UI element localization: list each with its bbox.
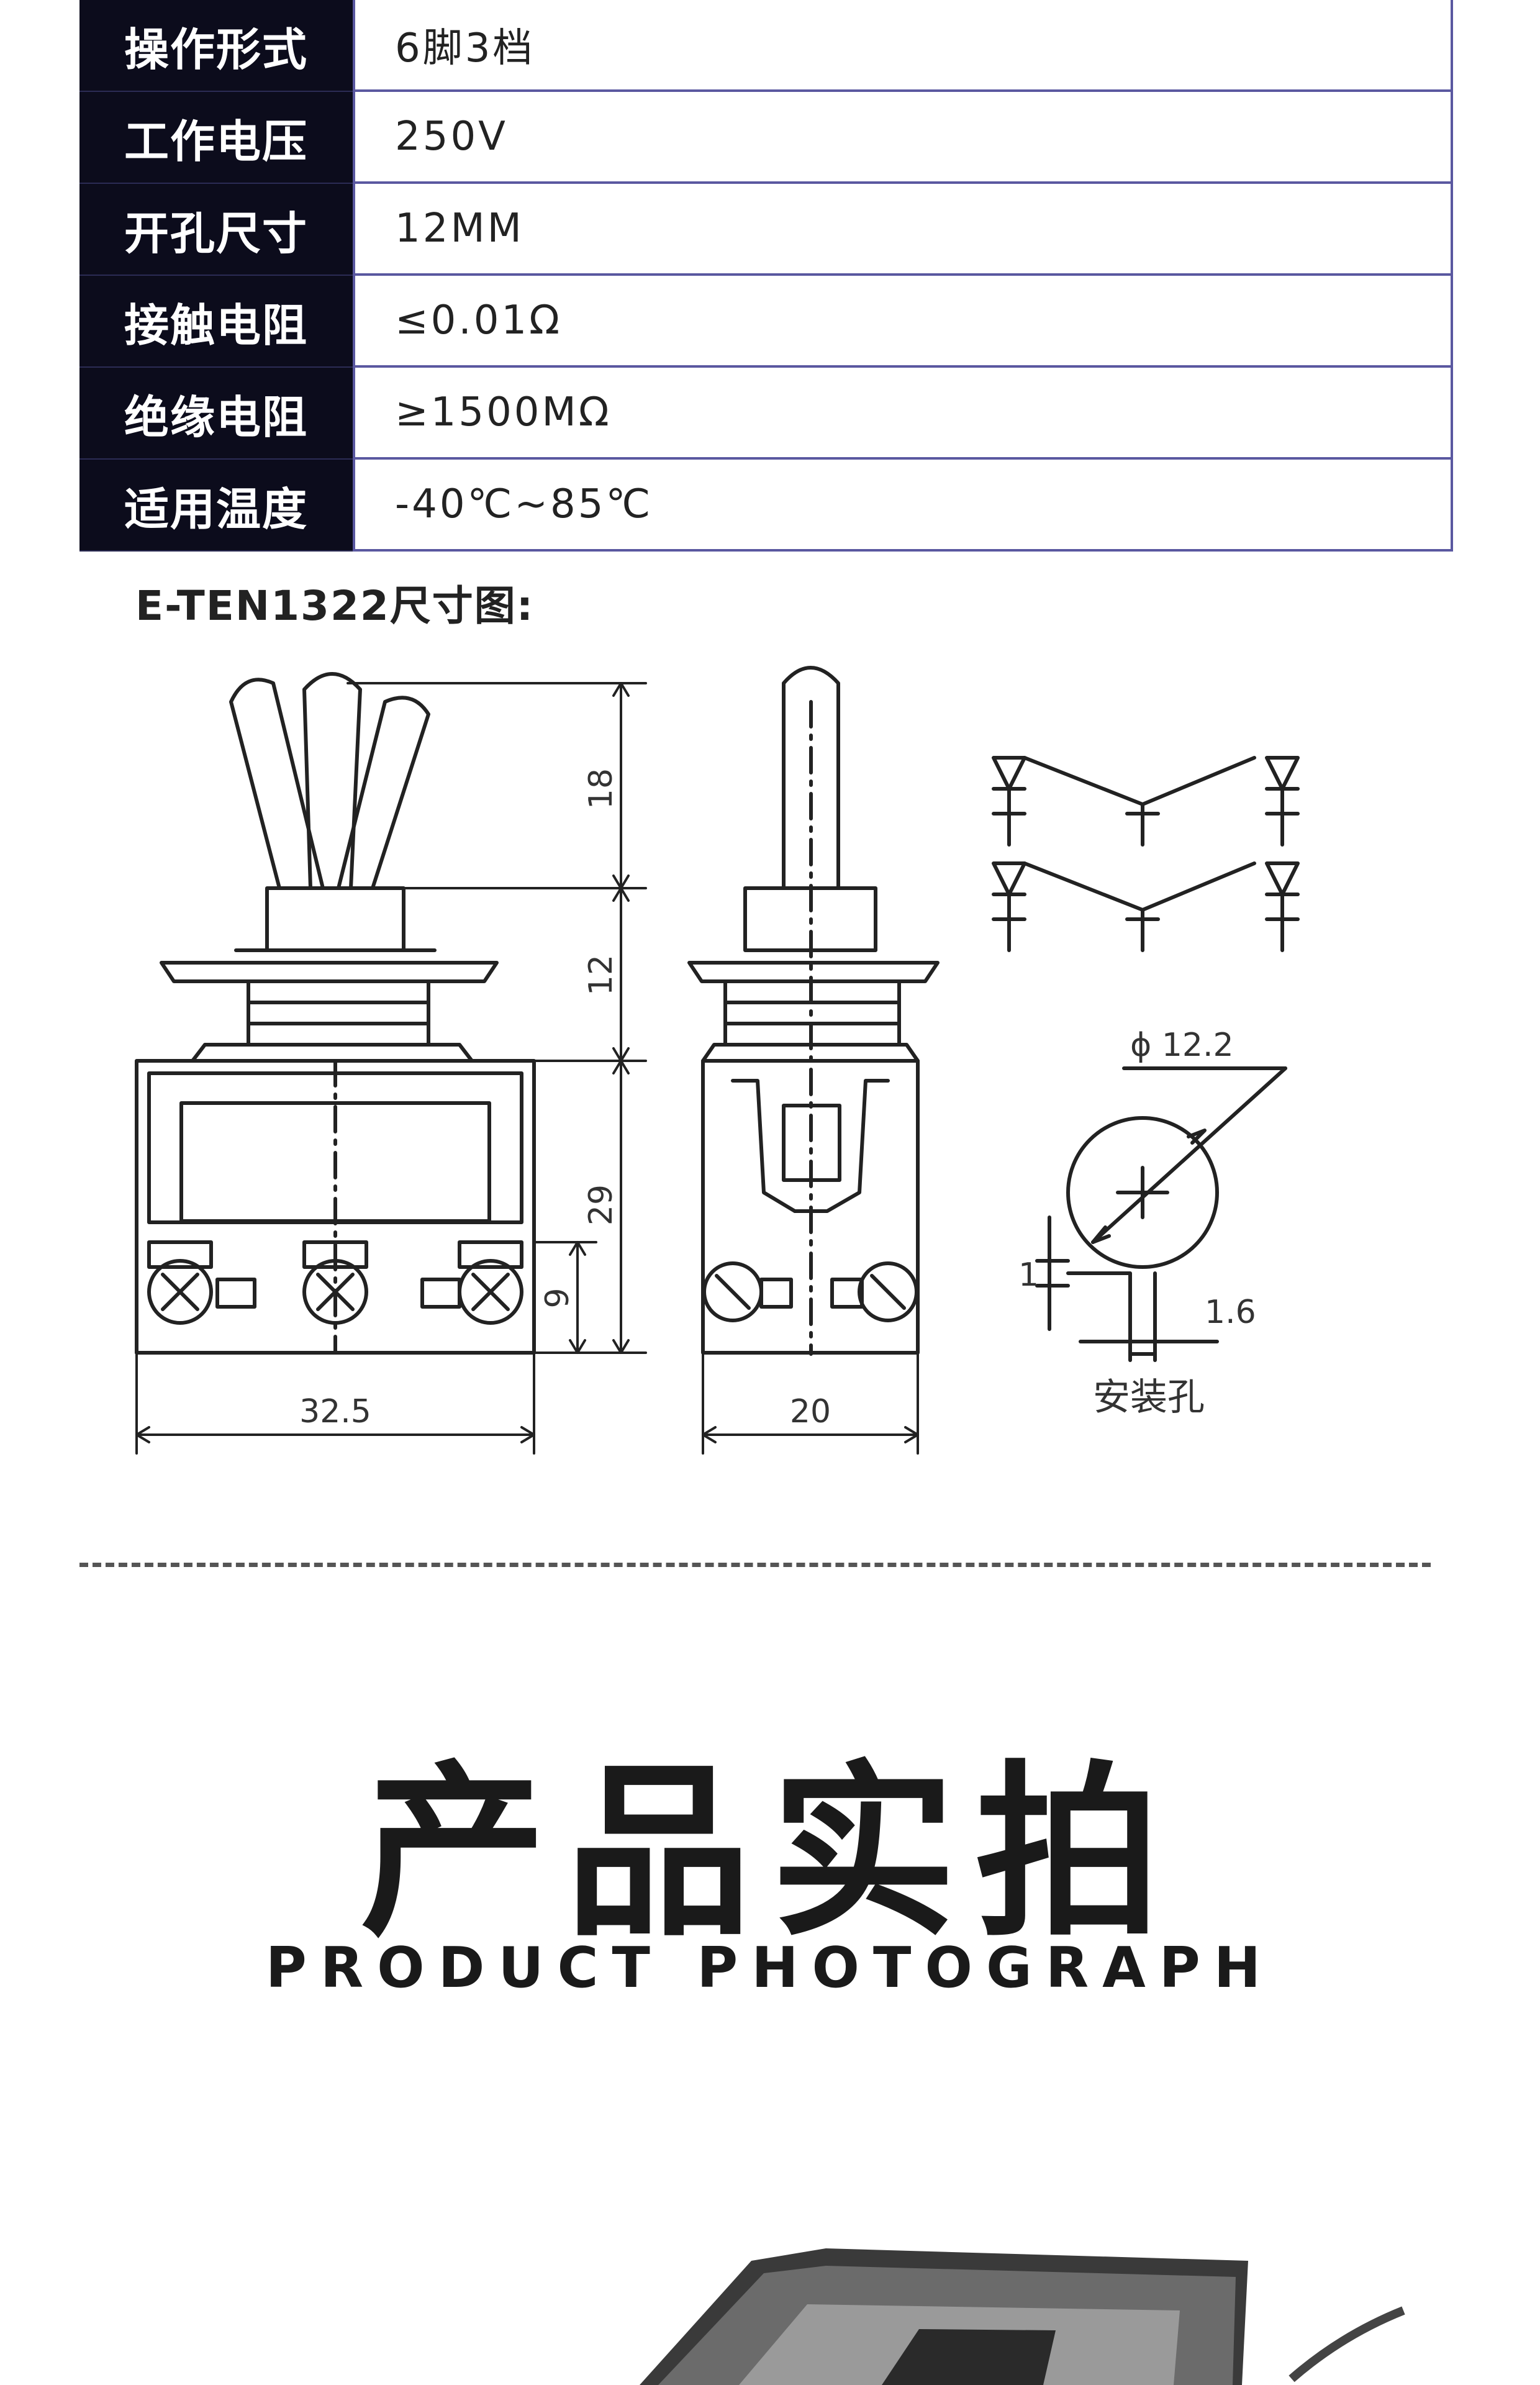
spec-label: 开孔尺寸 bbox=[79, 184, 353, 276]
dim-body: 29 bbox=[582, 1184, 620, 1225]
section-divider bbox=[79, 1563, 1431, 1567]
dim-terminal: 9 bbox=[539, 1288, 576, 1308]
section-subtitle: PRODUCT PHOTOGRAPH bbox=[265, 1935, 1275, 2001]
spec-row: 开孔尺寸 12MM bbox=[79, 184, 1453, 276]
front-dimensions bbox=[135, 682, 919, 1455]
dim-key-width: 1.6 bbox=[1205, 1294, 1256, 1331]
spec-row: 接触电阻 ≤0.01Ω bbox=[79, 276, 1453, 368]
spec-row: 操作形式 6脚3档 bbox=[79, 0, 1453, 92]
spec-row: 工作电压 250V bbox=[79, 92, 1453, 184]
dimension-labels: 18 12 29 9 32.5 20 ϕ 12.2 1 1.6 安装孔 bbox=[299, 768, 1256, 1430]
dim-depth: 20 bbox=[790, 1393, 831, 1430]
side-view bbox=[687, 666, 940, 1356]
spec-row: 绝缘电阻 ≥1500MΩ bbox=[79, 368, 1453, 460]
drawing-title: E-TEN1322尺寸图: bbox=[135, 582, 535, 630]
spec-value: -40℃~85℃ bbox=[353, 460, 1453, 552]
spec-label: 绝缘电阻 bbox=[79, 368, 353, 460]
dimension-drawing: 18 12 29 9 32.5 20 ϕ 12.2 1 1.6 安装孔 bbox=[135, 666, 1300, 1455]
spec-label: 接触电阻 bbox=[79, 276, 353, 368]
spec-label: 操作形式 bbox=[79, 0, 353, 92]
dim-hole-diameter: ϕ 12.2 bbox=[1130, 1027, 1234, 1064]
spec-value: 12MM bbox=[353, 184, 1453, 276]
dim-width: 32.5 bbox=[299, 1393, 371, 1430]
dim-lever: 18 bbox=[582, 768, 620, 809]
spec-table: 操作形式 6脚3档 工作电压 250V 开孔尺寸 12MM 接触电阻 ≤0.01… bbox=[79, 0, 1453, 552]
spec-label: 工作电压 bbox=[79, 92, 353, 184]
spec-label: 适用温度 bbox=[79, 460, 353, 552]
dim-bushing: 12 bbox=[582, 955, 620, 996]
dim-key-height: 1 bbox=[1018, 1256, 1039, 1294]
hole-label: 安装孔 bbox=[1093, 1376, 1205, 1419]
spec-value: ≥1500MΩ bbox=[353, 368, 1453, 460]
front-view bbox=[135, 672, 536, 1355]
spec-value: 6脚3档 bbox=[353, 0, 1453, 92]
section-title: 产品实拍 bbox=[360, 1745, 1180, 1961]
spec-value: ≤0.01Ω bbox=[353, 276, 1453, 368]
mounting-hole bbox=[1035, 1066, 1287, 1362]
product-photo bbox=[640, 2248, 1405, 2385]
circuit-symbol bbox=[992, 756, 1300, 952]
spec-value: 250V bbox=[353, 92, 1453, 184]
spec-row: 适用温度 -40℃~85℃ bbox=[79, 460, 1453, 552]
